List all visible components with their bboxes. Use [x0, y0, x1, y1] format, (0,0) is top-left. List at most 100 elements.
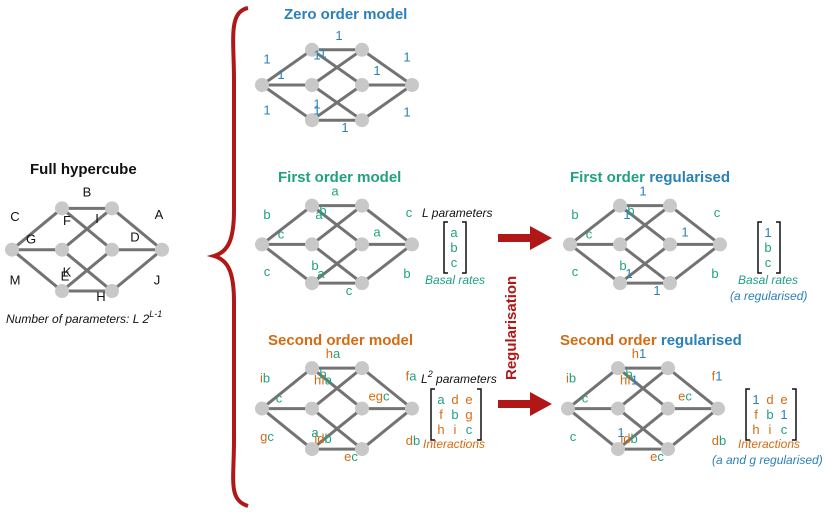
full-params-text: Number of parameters: L 2L-1 [6, 309, 162, 326]
second-node-0 [255, 401, 269, 416]
secondreg-cell-2-2: c [781, 422, 788, 437]
arrow-second [498, 392, 552, 416]
secondreg-cell-1-1: b [766, 407, 773, 422]
first-edge-label-6: a [317, 266, 325, 281]
full-edge-label-2: M [10, 272, 21, 287]
first-order-caption: Basal rates [425, 273, 485, 287]
zero-edge-label-2: 1 [263, 103, 270, 118]
zero-node-7 [405, 78, 419, 92]
first-node-1 [305, 198, 319, 213]
full-edge-label-5: I [95, 211, 99, 226]
full-edge-label-6: K [63, 264, 72, 279]
second-cell-1-0: f [439, 407, 443, 422]
full-edge-0 [10, 206, 64, 252]
zero-edge-label-3: 1 [335, 28, 342, 43]
full-node-3 [55, 284, 69, 299]
full-edge-label-7: E [61, 268, 70, 283]
second-cell-0-2: e [465, 392, 472, 407]
zero-node-3 [305, 113, 319, 128]
zero-edge-label-5: 1 [319, 45, 326, 60]
firstreg-bracket-right [776, 221, 781, 274]
first-node-2 [305, 237, 319, 252]
first-edge-label-8: c [346, 283, 353, 298]
second-order-regularised: Second order regularised ibcch1hf1bidb1e… [560, 332, 823, 467]
firstreg-node-2 [613, 237, 627, 252]
secondreg-edge-label-6: idb [620, 431, 637, 446]
secondreg-edge-0 [566, 366, 620, 411]
full-node-5 [105, 242, 119, 257]
first-reg-title: First order regularised [570, 169, 730, 186]
secondreg-edge-11 [666, 407, 720, 451]
first-edge-label-10: a [373, 224, 381, 239]
secondreg-cell-0-2: e [780, 392, 787, 407]
first-node-3 [305, 276, 319, 291]
firstreg-edge-2 [568, 242, 622, 285]
firstreg-edge-0 [568, 204, 622, 246]
zero-edge-label-11: 1 [403, 105, 410, 120]
secondreg-node-1 [611, 361, 625, 376]
full-edge-label-9: A [155, 207, 164, 222]
firstreg-edge-label-10: 1 [681, 224, 688, 239]
zero-node-0 [255, 78, 269, 92]
zero-edge-2 [260, 83, 314, 122]
secondreg-edge-5 [616, 366, 670, 411]
second-edge-label-0: ib [260, 370, 270, 385]
firstreg-bracket-left [757, 221, 762, 274]
firstreg-node-0 [563, 237, 577, 252]
first-edge-9 [360, 204, 414, 246]
second-edge-label-11: db [406, 433, 420, 448]
second-node-6 [355, 442, 369, 457]
full-edge-label-10: D [130, 230, 139, 245]
first-node-7 [405, 237, 419, 252]
first-edge-label-11: b [403, 266, 410, 281]
full-edge-label-11: J [154, 272, 161, 287]
second-node-3 [305, 442, 319, 457]
secondreg-node-4 [661, 361, 675, 376]
first-cell-1-0: b [450, 240, 457, 255]
first-order-title: First order model [278, 169, 401, 186]
full-hypercube-title: Full hypercube [30, 161, 137, 178]
first-bracket-left [443, 221, 448, 274]
full-node-4 [105, 201, 119, 216]
secondreg-node-3 [611, 442, 625, 457]
secondreg-edge-label-8: ec [650, 449, 664, 464]
first-node-6 [355, 276, 369, 291]
secondreg-edge-7 [616, 407, 670, 451]
firstreg-edge-label-3: 1 [639, 184, 646, 199]
second-edge-0 [260, 366, 314, 411]
first-cell-0-0: a [450, 225, 458, 240]
secondreg-edge-label-4: hf1 [620, 372, 638, 387]
curly-brace [206, 6, 249, 508]
second-reg-caption2: (a and g regularised) [712, 453, 823, 467]
secondreg-edge-label-1: c [582, 391, 589, 406]
full-node-6 [105, 284, 119, 299]
second-edge-label-4: hfa [314, 372, 333, 387]
first-edge-label-4: a [315, 207, 323, 222]
zero-edge-5 [310, 48, 364, 87]
full-edge-5 [60, 206, 114, 252]
secondreg-node-0 [561, 401, 575, 416]
full-edge-7 [60, 248, 114, 293]
second-cell-1-2: g [465, 407, 472, 422]
firstreg-edge-label-11: b [711, 266, 718, 281]
secondreg-edge-9 [666, 366, 720, 411]
firstreg-node-3 [613, 276, 627, 291]
first-node-4 [355, 198, 369, 213]
second-order-title: Second order model [268, 332, 413, 349]
second-cell-0-1: d [451, 392, 458, 407]
first-edge-label-7: b [311, 258, 318, 273]
first-edge-7 [310, 242, 364, 285]
zero-node-5 [355, 78, 369, 92]
second-node-2 [305, 401, 319, 416]
second-edge-11 [360, 407, 414, 451]
zero-edge-label-0: 1 [263, 51, 270, 66]
first-edge-label-2: c [264, 264, 271, 279]
